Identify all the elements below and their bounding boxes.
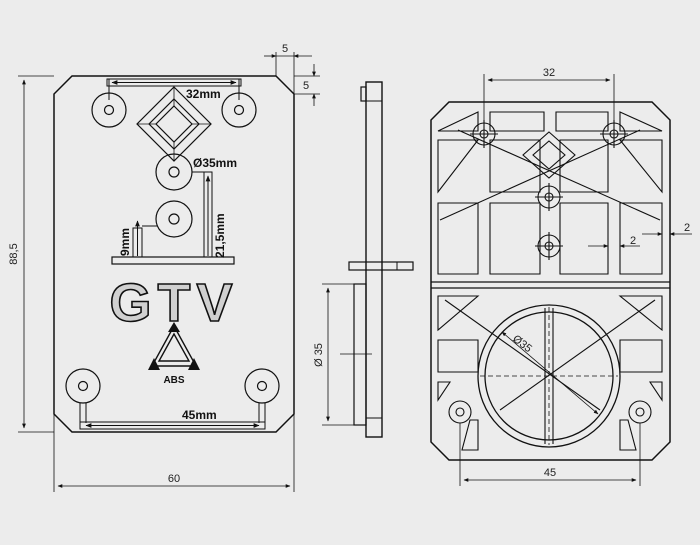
dim-60: 60 [168, 473, 180, 485]
back-dim-2: 2 2 [588, 222, 692, 252]
back-dim-32: 32 [483, 67, 615, 123]
side-pin [348, 261, 414, 271]
dim-5-side: 5 [303, 80, 309, 92]
back-dim-45: 45 [459, 423, 641, 486]
back-view: Ø35 32 2 2 45 [430, 67, 692, 486]
bottom-mount-holes [65, 368, 280, 404]
back-plate-outline [430, 101, 671, 461]
top-mount-holes [91, 92, 257, 128]
diamond-emboss [136, 86, 212, 162]
label-21-5mm: 21,5mm [213, 213, 227, 258]
dim-2b: 2 [684, 222, 690, 234]
label-9mm: 9mm [118, 228, 132, 256]
recycle-icon: ABS [148, 322, 200, 386]
hole-lower [155, 200, 193, 238]
emboss-45mm: 45mm [79, 403, 266, 430]
side-plate [365, 81, 383, 438]
side-ring [353, 283, 367, 426]
gtv-logo: GTV [109, 273, 238, 333]
side-top-boss [360, 86, 367, 102]
emboss-9mm: 9mm [118, 220, 158, 257]
dim-side-35: Ø 35 [313, 343, 325, 367]
dim-back-35: Ø35 [510, 333, 534, 355]
base-bar [111, 256, 235, 265]
dim-88-5: 88,5 [8, 243, 20, 264]
abs-label: ABS [163, 375, 184, 386]
back-upper-ribs [437, 111, 663, 275]
width-dimension: 60 [53, 414, 295, 492]
label-35mm: Ø35mm [193, 156, 237, 170]
label-32mm: 32mm [186, 87, 221, 101]
corner-dimension: 5 5 [264, 43, 320, 106]
label-45mm: 45mm [182, 408, 217, 422]
dim-45: 45 [544, 467, 556, 479]
emboss-32mm: 32mm [106, 78, 242, 101]
front-view: 5 5 88,5 60 32mm [8, 43, 320, 492]
dim-2a: 2 [630, 235, 636, 247]
emboss-21-5mm: 21,5mm [192, 171, 227, 258]
front-plate-outline [53, 75, 295, 433]
dim-32: 32 [543, 67, 555, 79]
height-dimension: 88,5 [8, 75, 54, 433]
back-screw-posts [448, 120, 652, 424]
back-ring: Ø35 [477, 304, 621, 448]
side-view: Ø 35 [313, 81, 414, 438]
dim-5-top: 5 [282, 43, 288, 55]
